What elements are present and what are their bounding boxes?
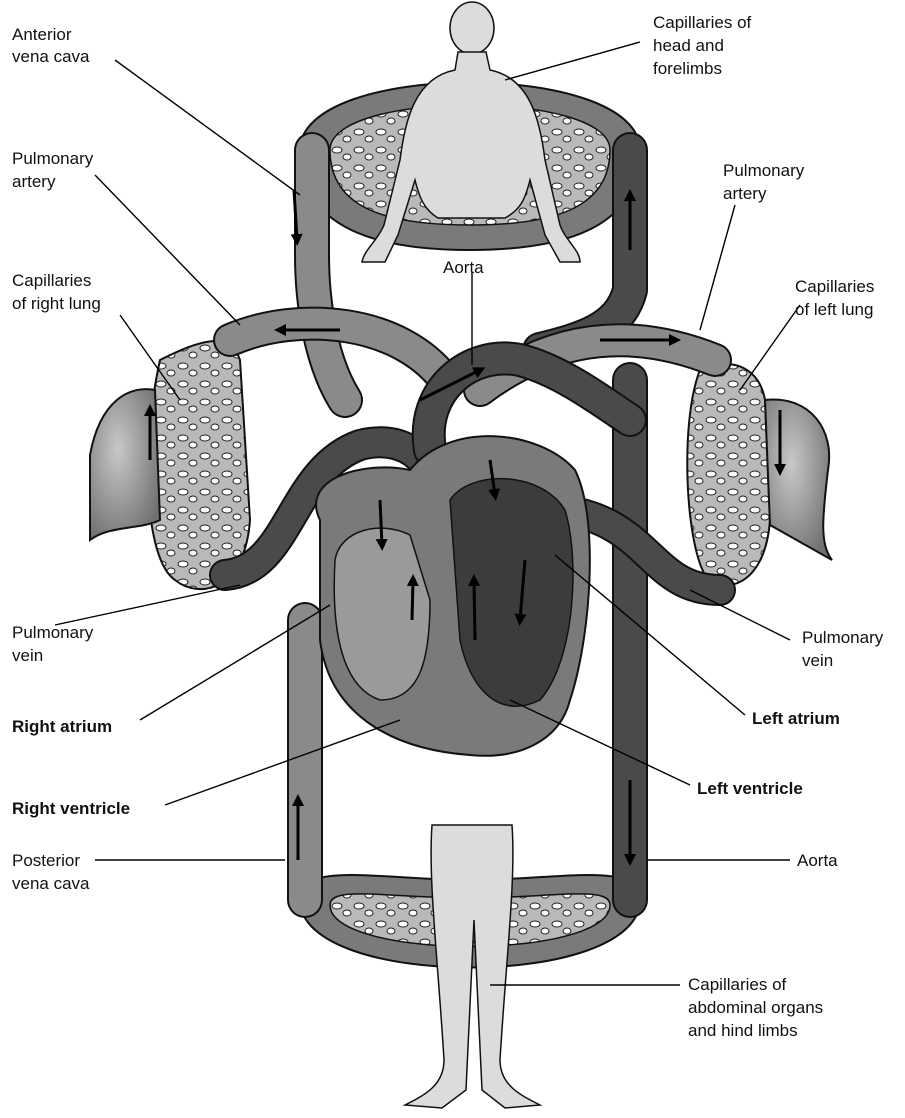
right-lung xyxy=(90,341,250,589)
label-line: vein xyxy=(802,651,833,670)
left-lung xyxy=(687,364,832,585)
label-line: Capillaries of xyxy=(653,13,752,32)
label-line: vein xyxy=(12,646,43,665)
label-anterior-vena-cava: Anterior vena cava xyxy=(12,25,90,66)
label-capillaries-right-lung: Capillaries of right lung xyxy=(12,271,101,313)
label-pulmonary-artery-right: Pulmonary artery xyxy=(723,161,805,203)
label-line: head and xyxy=(653,36,724,55)
label-capillaries-head: Capillaries of head and forelimbs xyxy=(653,13,752,78)
label-line: and hind limbs xyxy=(688,1021,798,1040)
label-line: Pulmonary xyxy=(12,623,94,642)
label-line: vena cava xyxy=(12,874,90,893)
label-capillaries-abdominal: Capillaries of abdominal organs and hind… xyxy=(688,975,823,1040)
label-pulmonary-vein-left: Pulmonary vein xyxy=(12,623,94,665)
label-line: Pulmonary xyxy=(802,628,884,647)
label-line: Anterior xyxy=(12,25,72,44)
label-line: Pulmonary xyxy=(723,161,805,180)
heart xyxy=(316,436,590,756)
label-line: of left lung xyxy=(795,300,873,319)
label-line: artery xyxy=(723,184,767,203)
label-line: Capillaries xyxy=(12,271,91,290)
label-line: Capillaries of xyxy=(688,975,787,994)
label-pulmonary-artery-left: Pulmonary artery xyxy=(12,149,94,191)
label-left-atrium: Left atrium xyxy=(752,709,840,728)
label-right-ventricle: Right ventricle xyxy=(12,799,130,818)
label-line: Pulmonary xyxy=(12,149,94,168)
label-line: Posterior xyxy=(12,851,80,870)
label-line: of right lung xyxy=(12,294,101,313)
label-right-atrium: Right atrium xyxy=(12,717,112,736)
label-line: vena cava xyxy=(12,47,90,66)
label-aorta-bottom: Aorta xyxy=(797,851,838,870)
label-line: forelimbs xyxy=(653,59,722,78)
label-line: artery xyxy=(12,172,56,191)
label-line: abdominal organs xyxy=(688,998,823,1017)
label-left-ventricle: Left ventricle xyxy=(697,779,803,798)
label-pulmonary-vein-right: Pulmonary vein xyxy=(802,628,884,670)
label-posterior-vena-cava: Posterior vena cava xyxy=(12,851,90,893)
label-capillaries-left-lung: Capillaries of left lung xyxy=(795,277,874,319)
label-line: Capillaries xyxy=(795,277,874,296)
label-aorta-top: Aorta xyxy=(443,258,484,277)
